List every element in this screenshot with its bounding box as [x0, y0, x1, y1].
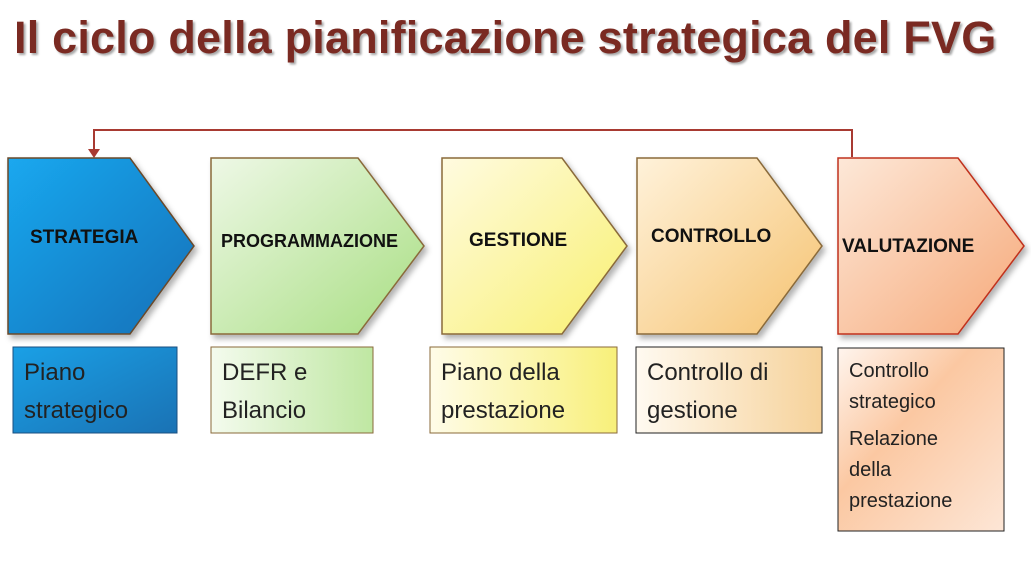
box-defr-bilancio: DEFR e Bilancio	[212, 348, 373, 433]
box-line: prestazione	[849, 490, 953, 512]
stage-label-strategia: STRATEGIA	[30, 227, 139, 248]
box-line: Piano della	[441, 359, 560, 386]
box-line: Controllo	[849, 360, 930, 382]
box-piano-strategico: Piano strategico	[14, 348, 177, 433]
stage-label-gestione: GESTIONE	[469, 230, 568, 251]
box-line: strategico	[849, 391, 936, 413]
stage-shape-valutazione	[837, 157, 1025, 335]
box-line: Relazione	[849, 428, 938, 450]
box-shape-strategia	[12, 346, 178, 434]
box-line: Bilancio	[222, 397, 307, 424]
box-line: Piano	[24, 359, 86, 386]
feedback-arrowhead	[88, 149, 100, 158]
box-shape-valutazione	[837, 347, 1005, 532]
box-controllo-gestione: Controllo di gestione	[637, 348, 822, 433]
stage-shape-programmazione	[210, 157, 425, 335]
box-shape-controllo	[635, 346, 823, 434]
box-line: DEFR e	[222, 359, 308, 386]
box-line: gestione	[647, 397, 738, 424]
box-line: prestazione	[441, 397, 566, 424]
stage-shape-controllo	[636, 157, 823, 335]
box-piano-prestazione: Piano della prestazione	[431, 348, 617, 433]
feedback-arrow-line	[93, 129, 853, 157]
stage-shape-strategia	[7, 157, 195, 335]
box-line: strategico	[24, 397, 129, 424]
page-title: Il ciclo della pianificazione strategica…	[14, 12, 997, 63]
box-shape-gestione	[429, 346, 618, 434]
stage-shape-gestione	[441, 157, 628, 335]
stage-label-programmazione: PROGRAMMAZIONE	[221, 231, 398, 251]
box-line: della	[849, 459, 892, 481]
box-line: Controllo di	[647, 359, 769, 386]
stage-label-controllo: CONTROLLO	[651, 226, 772, 247]
box-valutazione: Controllo strategico Relazione della pre…	[839, 350, 1004, 530]
box-shape-programmazione	[210, 346, 374, 434]
stage-label-valutazione: VALUTAZIONE	[842, 236, 975, 257]
